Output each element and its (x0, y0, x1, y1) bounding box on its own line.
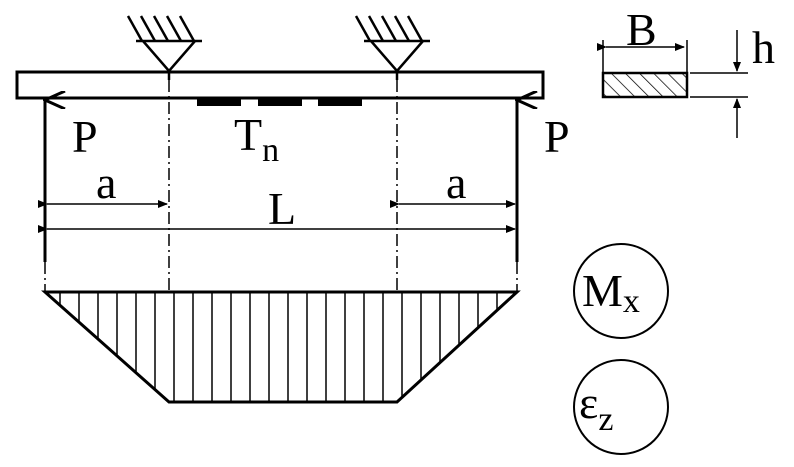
label-dim-L: L (268, 183, 296, 234)
label-dim-a-left: a (96, 157, 116, 208)
label-moment: Mx (582, 265, 640, 320)
moment-circle (573, 243, 669, 339)
label-dim-a-right: a (446, 157, 466, 208)
label-load-right: P (544, 111, 570, 162)
beam (15, 70, 545, 100)
label-load-left: P (72, 111, 98, 162)
strain-circle (573, 359, 669, 455)
label-gauges: Tn (234, 109, 279, 169)
label-section-height: h (752, 22, 775, 73)
left-support (126, 15, 202, 80)
strain-gauges (197, 98, 362, 106)
right-support (354, 15, 430, 80)
moment-diagram (41, 290, 521, 404)
label-section-width: B (626, 4, 657, 55)
cross-section (597, 30, 748, 138)
label-strain: εz (579, 377, 613, 438)
